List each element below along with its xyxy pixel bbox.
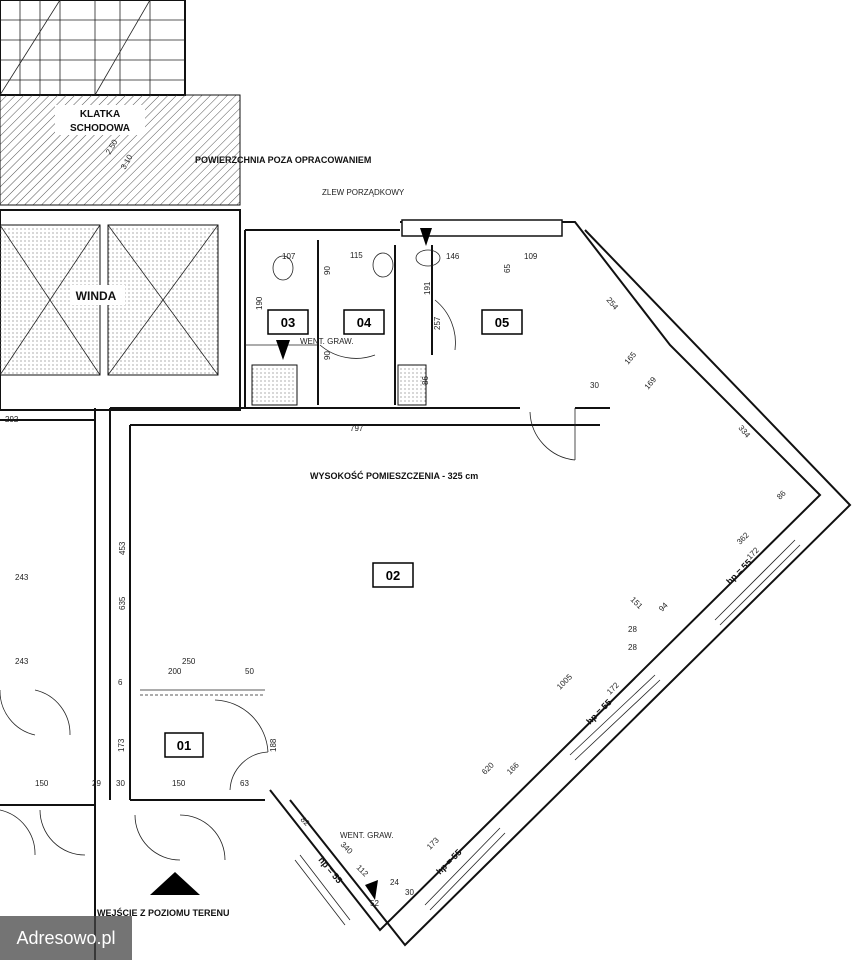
- svg-text:151: 151: [629, 595, 645, 611]
- windows: [294, 539, 801, 926]
- svg-text:63: 63: [240, 779, 249, 788]
- room-03: 03: [267, 309, 309, 335]
- svg-text:1005: 1005: [555, 672, 574, 691]
- area-outside-label: POWIERZCHNIA POZA OPRACOWANIEM: [195, 155, 371, 165]
- svg-text:173: 173: [117, 738, 126, 752]
- stairwell-label-2: SCHODOWA: [70, 123, 130, 134]
- svg-text:04: 04: [357, 315, 372, 330]
- svg-text:200: 200: [168, 667, 182, 676]
- svg-text:28: 28: [628, 643, 637, 652]
- svg-text:05: 05: [495, 315, 509, 330]
- svg-text:hp = 55: hp = 55: [724, 557, 753, 586]
- elevator-label: WINDA: [76, 289, 117, 303]
- svg-text:01: 01: [177, 738, 191, 753]
- svg-text:254: 254: [604, 296, 620, 312]
- svg-text:6: 6: [118, 678, 123, 687]
- entrance-label: WEJŚCIE Z POZIOMU TERENU: [97, 907, 230, 918]
- svg-text:190: 190: [255, 296, 264, 310]
- svg-text:243: 243: [15, 657, 29, 666]
- svg-text:90: 90: [323, 266, 332, 275]
- svg-text:hp = 55: hp = 55: [584, 697, 613, 726]
- svg-text:86: 86: [421, 376, 430, 385]
- svg-text:243: 243: [15, 573, 29, 582]
- svg-text:340: 340: [339, 840, 355, 856]
- entrance-doors: [0, 689, 226, 895]
- svg-text:hp = 55: hp = 55: [434, 847, 463, 876]
- svg-text:173: 173: [425, 835, 441, 851]
- room-05: 05: [481, 309, 523, 335]
- svg-text:635: 635: [118, 596, 127, 610]
- svg-text:292: 292: [5, 415, 19, 424]
- svg-text:65: 65: [503, 264, 512, 273]
- svg-text:150: 150: [172, 779, 186, 788]
- svg-text:107: 107: [282, 252, 296, 261]
- svg-text:52: 52: [370, 899, 379, 908]
- inner-walls: [140, 219, 576, 791]
- sink-label: ZLEW PORZĄDKOWY: [322, 188, 405, 197]
- svg-text:02: 02: [386, 568, 400, 583]
- stairwell: KLATKA SCHODOWA 2.50 3.10: [0, 0, 241, 206]
- svg-text:115: 115: [350, 251, 363, 260]
- room-01: 01: [164, 732, 204, 758]
- room-04: 04: [343, 309, 385, 335]
- svg-text:94: 94: [657, 600, 670, 613]
- stairwell-label-1: KLATKA: [80, 109, 120, 120]
- svg-text:257: 257: [433, 316, 442, 330]
- svg-text:29: 29: [92, 779, 101, 788]
- svg-text:109: 109: [524, 252, 538, 261]
- svg-text:620: 620: [480, 760, 496, 776]
- svg-text:hp = 55: hp = 55: [316, 855, 344, 885]
- svg-text:30: 30: [405, 888, 414, 897]
- elevator: WINDA: [0, 209, 241, 411]
- svg-text:362: 362: [735, 530, 751, 546]
- svg-text:24: 24: [390, 878, 399, 887]
- svg-text:112: 112: [355, 863, 371, 879]
- svg-text:50: 50: [245, 667, 254, 676]
- vent-label-2: WENT. GRAW.: [340, 831, 393, 840]
- svg-text:165: 165: [623, 350, 639, 366]
- svg-text:146: 146: [446, 252, 460, 261]
- svg-text:250: 250: [182, 657, 196, 666]
- svg-text:90: 90: [323, 351, 332, 360]
- svg-text:30: 30: [116, 779, 125, 788]
- svg-text:453: 453: [118, 541, 127, 555]
- svg-text:86: 86: [775, 488, 788, 501]
- vent-label-1: WENT. GRAW.: [300, 337, 353, 346]
- svg-text:30: 30: [590, 381, 599, 390]
- svg-text:03: 03: [281, 315, 295, 330]
- room-02: 02: [372, 562, 414, 588]
- svg-text:28: 28: [628, 625, 637, 634]
- svg-text:191: 191: [423, 281, 432, 295]
- svg-text:188: 188: [269, 738, 278, 752]
- svg-text:797: 797: [350, 424, 364, 433]
- room-height-label: WYSOKOŚĆ POMIESZCZENIA - 325 cm: [310, 470, 478, 481]
- watermark-logo: Adresowo.pl: [0, 916, 132, 960]
- svg-text:166: 166: [505, 760, 521, 776]
- svg-text:150: 150: [35, 779, 49, 788]
- svg-text:169: 169: [643, 375, 659, 391]
